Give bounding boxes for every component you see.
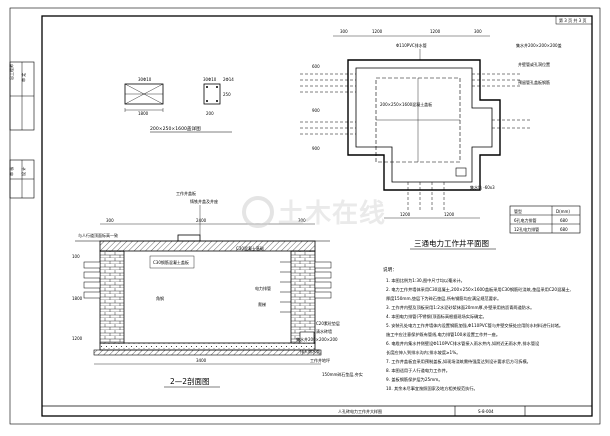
watermark-logo: 土木在线 — [242, 196, 386, 229]
table-row1-d: 680 — [560, 218, 568, 223]
table-row2-d: 680 — [560, 227, 568, 232]
cover-dim-top: 30Φ10 — [138, 77, 152, 82]
stamp-text-4: 设 计 — [20, 167, 26, 176]
plan-dim-2: 1200 — [372, 29, 383, 34]
stamp-text-1: 总工程师 — [8, 64, 14, 80]
notes-heading: 说明： — [383, 266, 397, 273]
plan-side-dim-2: 900 — [312, 108, 320, 113]
note-line-12: 9. 盖板钢筋保护层为25mm。 — [386, 376, 443, 383]
notes-block: 说明： 1. 本图比例为1:30,图中尺寸均以毫米计。 2. 电力工作井墙体采用… — [383, 266, 571, 392]
section-drain-label: 排入雨水管 — [300, 348, 320, 354]
section-mortar-label: 清水砖墙 — [316, 328, 332, 334]
plan-title: 三通电力工作井平面图 — [414, 238, 489, 248]
note-line-8: 6. 电缆井内集水井侧壁设Φ110PVC排水管接入雨水井内,如附近无雨水井,排水… — [386, 340, 540, 347]
section-side-dim-3: 1200 — [72, 336, 83, 341]
stamp-text-2: 审 定 — [20, 73, 26, 82]
plan-dim-3: 1200 — [430, 29, 441, 34]
section-dim-1: 300 — [106, 218, 114, 223]
table-row2-type: 12孔电力排管 — [514, 226, 539, 232]
stamp-text-3: 审 核 — [8, 167, 14, 176]
section-cover-note: 铸铁井盖及井座 — [190, 198, 218, 204]
section-floor-label: 工作井地坪 — [310, 357, 330, 363]
plan-side-dim-3: 900 — [312, 146, 320, 151]
page-label-box: 第 3 页 共 3 页 — [555, 15, 593, 25]
section-bracket-label: 角钢 — [156, 295, 164, 301]
cover-dim-rebar: 2Φ14 — [223, 77, 234, 82]
cover-dim-w: 200 — [206, 111, 214, 116]
note-line-10: 7. 工作井盖板宜采用预制盖板,如现场浇筑需待强度达到设计要求后方可拆模。 — [386, 358, 531, 365]
title-block: 人孔砖电力工作井大样图 S-8-004 — [42, 405, 592, 416]
section-title: 2—2剖面图 — [170, 376, 210, 386]
cover-dim-h: 250 — [223, 92, 231, 97]
note-line-5: 4. 本图电力排管(不锈钢)顶面标高根据现场实际确定。 — [386, 313, 487, 320]
section-side-dim-1: 100 — [72, 254, 80, 259]
note-line-7: 施工中应注意保护既有管线,电力排管100米设置工作井一座。 — [386, 331, 500, 338]
note-line-6: 5. 安装孔处电力工作井墙体内设置钢筋加强,Φ110PVC管与井壁交接处应用防水… — [386, 322, 563, 329]
note-line-1: 1. 本图比例为1:30,图中尺寸均以毫米计。 — [386, 277, 465, 284]
section-slab-label: 工作井盖板 — [176, 190, 196, 196]
plan-bottom-dim-2: 1200 — [444, 212, 455, 217]
cover-title: 200×250×1600盖详图 — [150, 125, 201, 132]
cover-detail: 30Φ10 1800 30Φ10 2Φ14 250 200 200×250×16… — [124, 77, 234, 133]
section-base-label: C30混凝土基础 — [236, 245, 264, 251]
section-gravel-label: 150mm碎石垫层,夯实 — [322, 371, 363, 377]
section-anchor-label: 集水井200×200×200 — [296, 336, 338, 342]
section-dim-3: 300 — [298, 218, 306, 223]
plan-pre-label: 预留管孔盖板钢筋 — [518, 79, 550, 85]
plan-sump-label: 集水坑 -60x3 — [470, 184, 495, 190]
section-view: 与人行道顶面标高一致 工作井盖板 铸铁井盖及井座 300 2400 300 C3… — [72, 190, 363, 388]
note-line-9: 长度应伸入到排水沟内;排水坡度≥1%。 — [386, 349, 460, 356]
page-label: 第 3 页 共 3 页 — [559, 17, 586, 23]
left-stamp-column: 总工程师 审 定 审 核 设 计 — [8, 61, 35, 199]
table-row1-type: 6孔电力排管 — [514, 217, 537, 223]
plan-frame-label: 井壁管或孔洞位置 — [518, 61, 550, 67]
section-pad-label: C20素砼垫层 — [316, 320, 340, 326]
table-header-d: D(mm) — [556, 209, 570, 214]
section-cement-label: C30钢筋混凝土盖板 — [153, 259, 189, 265]
drawing-number: S-8-004 — [478, 409, 494, 414]
cover-dim-len: 1800 — [138, 111, 149, 116]
plan-cover-label: 集水井200×200×200盖 — [516, 42, 562, 48]
plan-slab-label: 200×250×1600混凝土盖板 — [380, 101, 432, 107]
plan-pipe-table: 管型 D(mm) 6孔电力排管 680 12孔电力排管 680 — [509, 205, 581, 234]
cover-dim-bar: 30Φ10 — [203, 77, 217, 82]
section-dim-bottom: 3400 — [196, 358, 207, 363]
drawing-title: 人孔砖电力工作井大样图 — [338, 408, 382, 414]
note-line-3: 厚度150mm,垫层下为碎石垫层,所有钢筋均应满足规范要求。 — [386, 295, 501, 302]
note-line-2: 2. 电力工作井墙体采用C30混凝土,200×250×1600盖板采用C30钢筋… — [386, 286, 571, 293]
outer-frame — [9, 7, 601, 425]
section-pipe-label: 电力排管 — [255, 285, 271, 291]
plan-pipe-label: Φ110PVC排水管 — [396, 42, 427, 48]
plan-bottom-dim-1: 1200 — [400, 212, 411, 217]
watermark-text: 土木在线 — [278, 199, 386, 229]
inner-frame — [41, 15, 593, 417]
note-line-4: 3. 工作井内壁及顶板采用1:2水泥砂浆抹面20mm厚,外壁采用热沥青两道防水。 — [386, 304, 534, 311]
note-line-13: 10. 其余未尽事宜按照国家及地方相关规范执行。 — [386, 385, 478, 392]
section-dim-2: 2400 — [196, 218, 207, 223]
section-ladder-label: 爬梯 — [258, 301, 266, 307]
plan-side-dim-1: 600 — [312, 64, 320, 69]
plan-dim-1: 300 — [340, 29, 348, 34]
plan-view: 300 1200 1200 300 200×250×1600混凝土盖板 Φ110… — [300, 29, 581, 250]
section-road-label: 与人行道顶面标高一致 — [78, 232, 118, 238]
plan-dim-4: 300 — [474, 29, 482, 34]
section-side-dim-2: 1800 — [72, 296, 83, 301]
note-line-11: 8. 本图适用于人行道电力工作井。 — [386, 367, 450, 374]
table-header-type: 管型 — [514, 208, 522, 214]
